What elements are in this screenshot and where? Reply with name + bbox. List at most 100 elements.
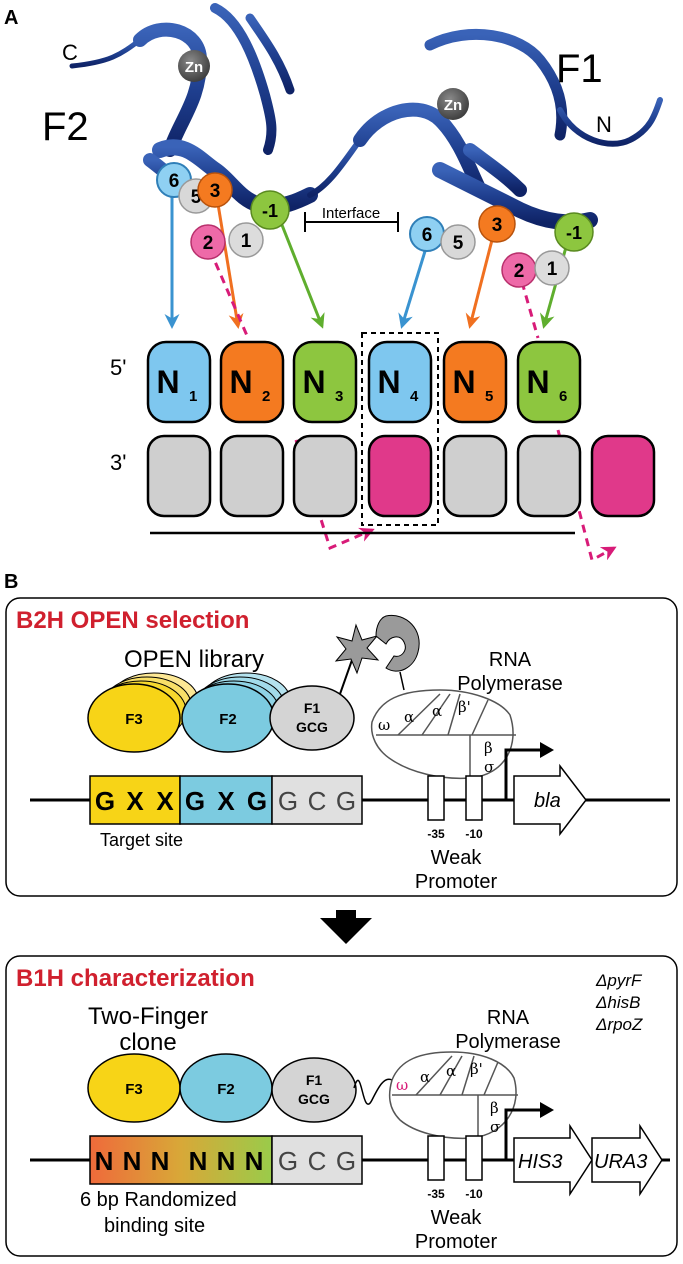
svg-text:C: C [308,786,327,816]
base-n3: N 3 [292,340,358,424]
svg-text:X: X [156,786,174,816]
his3-gene-label: HIS3 [518,1151,562,1173]
open-library-label: OPEN library [124,646,264,673]
svg-text:β': β' [470,1060,483,1078]
arrow-f2-minus1 [278,219,325,329]
arrow-f1-6 [398,247,428,329]
b1h-linker [353,1078,393,1105]
bottom-base-3 [292,434,358,518]
f3-library-stack [87,672,199,753]
svg-text:6: 6 [422,225,433,246]
b1h-gcg-letters: G C G [278,1146,356,1176]
b1h-minus10-box [465,1135,483,1181]
panel-a-label: A [4,7,18,29]
b1h-weak-label: Weak [431,1207,483,1229]
b2h-target-caption: Target site [100,830,183,850]
svg-text:3: 3 [335,388,343,405]
base-n4: N 4 [367,340,433,424]
base-n6: N 6 [516,340,582,424]
two-finger-label: Two-Finger [88,1003,208,1030]
b1h-rnap-label-2: Polymerase [455,1031,561,1053]
svg-text:N: N [229,364,252,400]
svg-text:F2: F2 [217,1081,235,1098]
svg-text:G: G [185,786,205,816]
b2h-rna-polymerase [370,689,516,780]
svg-text:1: 1 [547,259,558,280]
svg-text:2: 2 [514,261,525,282]
f1-residue-2: 2 [501,252,537,288]
arrow-f2-2-cross [294,439,375,551]
f2-residue-3: 3 [197,172,233,208]
svg-text:5: 5 [453,233,464,254]
b2h-promoter-label: Promoter [415,871,498,893]
prey-cup-icon [375,614,420,672]
f2-library-stack [181,672,291,753]
interface-label: Interface [322,205,380,222]
b1h-promoter-label: Promoter [415,1231,498,1253]
b1h-randomized-site [89,1135,273,1185]
bottom-base-2 [219,434,285,518]
svg-text:N: N [95,1146,114,1176]
b1h-rnap-label-1: RNA [487,1007,530,1029]
svg-text:N: N [302,364,325,400]
b1h-tss-arrow [504,1102,554,1160]
b1h-minus35-box [427,1135,445,1181]
svg-text:F1: F1 [304,700,321,716]
svg-text:GCG: GCG [296,719,328,735]
svg-text:N: N [217,1146,236,1176]
svg-text:ΔhisB: ΔhisB [595,993,640,1012]
svg-text:α: α [404,708,414,726]
b1h-f1: F1 GCG [271,1057,357,1123]
b2h-site-gcg [271,775,363,825]
svg-text:5: 5 [191,187,202,208]
svg-text:α: α [420,1068,430,1086]
svg-text:1: 1 [241,231,252,252]
f1-label: F1 [556,47,603,91]
svg-text:σ: σ [484,758,494,776]
ura3-gene-arrow [591,1123,663,1197]
b1h-site-letters: N N N N N N [95,1146,264,1176]
svg-text:X: X [126,786,144,816]
b2h-minus35-box [427,775,445,821]
f2-residues: 6 5 3 2 1 -1 [156,162,290,260]
svg-text:N: N [156,364,179,400]
svg-text:-1: -1 [262,201,278,221]
b1h-minus10: -10 [465,1187,483,1201]
svg-text:G: G [95,786,115,816]
b2h-weak-label: Weak [431,847,483,869]
bottom-base-1 [146,434,212,518]
svg-text:N: N [123,1146,142,1176]
c-terminus-label: C [62,40,78,65]
bla-gene-arrow [513,763,587,837]
svg-text:F3: F3 [125,1081,143,1098]
base-n1: N 1 [146,340,212,424]
svg-text:X: X [217,786,235,816]
svg-text:N: N [452,364,475,400]
b2h-title: B2H OPEN selection [16,607,249,634]
bottom-strand [146,434,656,518]
five-prime-label: 5' [110,355,126,380]
svg-text:G: G [336,1146,356,1176]
bla-gene-label: bla [534,790,561,812]
svg-text:3: 3 [492,215,503,236]
bottom-base-7-pink [590,434,656,518]
transition-arrow [320,910,372,944]
svg-text:2: 2 [262,388,270,405]
b2h-rnap-label-1: RNA [489,649,532,671]
f1-residue-minus1: -1 [554,212,594,252]
svg-text:ω: ω [378,716,390,734]
svg-text:G: G [336,786,356,816]
b2h-site-gxg [179,775,273,825]
b1h-f3: F3 [87,1053,181,1123]
b1h-f2: F2 [179,1053,273,1123]
b1h-subunit-labels: ω α α β' β σ [396,1060,500,1136]
svg-text:C: C [308,1146,327,1176]
svg-text:β: β [484,739,493,757]
svg-text:F1: F1 [306,1072,323,1088]
bottom-base-6 [516,434,582,518]
svg-text:5: 5 [485,388,493,405]
b2h-minus35: -35 [427,827,445,841]
svg-text:6: 6 [169,171,180,192]
cup-stem [399,671,405,691]
